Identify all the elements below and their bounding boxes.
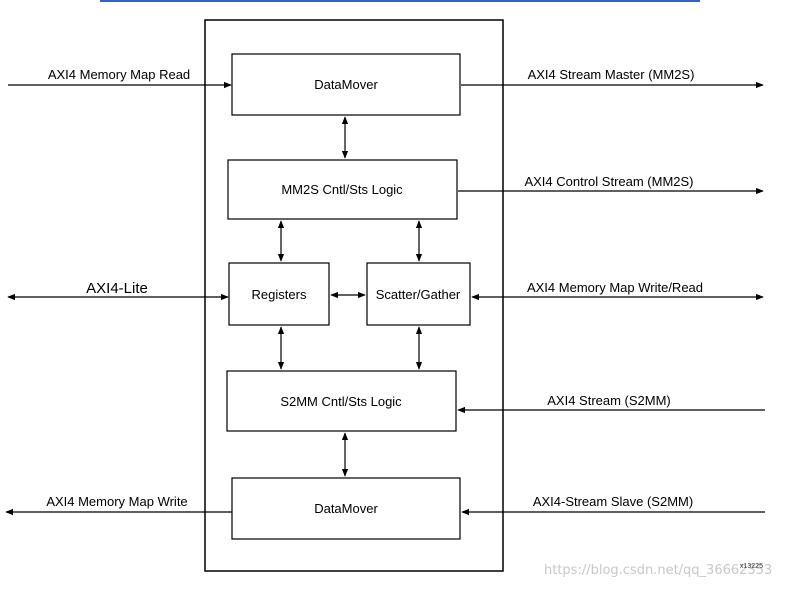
datamover-bottom-label: DataMover [314, 501, 378, 516]
datamover-top-block: DataMover [231, 53, 461, 116]
stream-s2mm-label: AXI4 Stream (S2MM) [547, 393, 671, 408]
s2mm-logic-block: S2MM Cntl/Sts Logic [226, 370, 457, 432]
s2mm-logic-label: S2MM Cntl/Sts Logic [280, 394, 402, 409]
figure-id: x13225 [740, 563, 763, 570]
stream-slave-label: AXI4-Stream Slave (S2MM) [533, 494, 693, 509]
registers-block: Registers [228, 262, 330, 326]
scatter-gather-label: Scatter/Gather [376, 287, 461, 302]
registers-label: Registers [252, 287, 307, 302]
mm-read-label: AXI4 Memory Map Read [48, 67, 190, 82]
cropped-header-fragment [100, 0, 700, 2]
scatter-gather-block: Scatter/Gather [366, 262, 471, 326]
mm-write-read-label: AXI4 Memory Map Write/Read [527, 280, 703, 295]
mm2s-logic-block: MM2S Cntl/Sts Logic [227, 159, 458, 220]
mm-write-label: AXI4 Memory Map Write [46, 494, 187, 509]
mm2s-logic-label: MM2S Cntl/Sts Logic [281, 182, 403, 197]
datamover-bottom-block: DataMover [231, 477, 461, 540]
control-stream-label: AXI4 Control Stream (MM2S) [524, 174, 693, 189]
datamover-top-label: DataMover [314, 77, 378, 92]
stream-master-label: AXI4 Stream Master (MM2S) [528, 67, 695, 82]
axi-lite-label: AXI4-Lite [86, 280, 148, 297]
watermark-text: https://blog.csdn.net/qq_36662353 [544, 563, 772, 578]
